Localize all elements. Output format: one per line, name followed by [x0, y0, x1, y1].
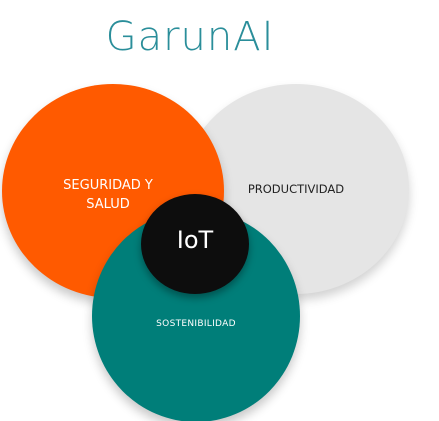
diagram-title: GarunAI [105, 14, 275, 60]
seguridad-salud-label: SEGURIDAD Y SALUD [63, 178, 153, 212]
iot-label: IoT [176, 226, 214, 254]
sostenibilidad-label: SOSTENIBILIDAD [156, 319, 236, 329]
iot-circle [141, 194, 249, 294]
productividad-label: PRODUCTIVIDAD [247, 182, 345, 196]
